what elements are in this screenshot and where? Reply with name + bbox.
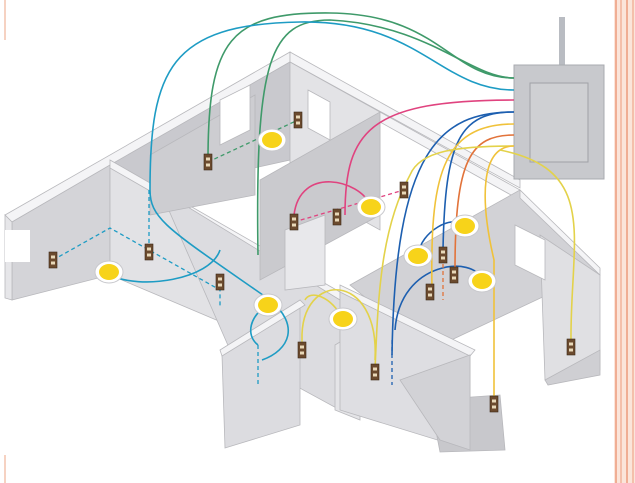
outlet-socket bbox=[296, 115, 300, 119]
wire-teal-2 bbox=[109, 249, 221, 283]
outlet-socket bbox=[300, 345, 304, 349]
outlet-socket bbox=[402, 185, 406, 189]
ceiling-light-icon bbox=[472, 273, 492, 289]
wire-yellow bbox=[430, 123, 515, 291]
outlet-socket bbox=[428, 293, 432, 297]
ceiling-light-icon bbox=[455, 218, 475, 234]
outlet-socket bbox=[51, 255, 55, 259]
outlet-socket bbox=[428, 287, 432, 291]
outlet-socket bbox=[569, 342, 573, 346]
outlet-socket bbox=[569, 348, 573, 352]
outlet-socket bbox=[441, 256, 445, 260]
outlet-icon bbox=[144, 243, 154, 261]
page-border bbox=[4, 0, 635, 483]
outlet-icon bbox=[215, 273, 225, 291]
outlet-socket bbox=[292, 217, 296, 221]
outlet-socket bbox=[441, 250, 445, 254]
outlet-icon bbox=[449, 266, 459, 284]
outlet-socket bbox=[373, 373, 377, 377]
ceiling-light-icon bbox=[333, 311, 353, 327]
wire-green bbox=[207, 12, 515, 161]
outlet-icon bbox=[566, 338, 576, 356]
outlet-socket bbox=[402, 191, 406, 195]
outlet-socket bbox=[492, 405, 496, 409]
ceiling-light-icon bbox=[99, 264, 119, 280]
outlet-socket bbox=[452, 270, 456, 274]
outlet-socket bbox=[296, 121, 300, 125]
wire-yellow-3 bbox=[484, 145, 515, 400]
outlet-socket bbox=[218, 283, 222, 287]
outlet-socket bbox=[206, 157, 210, 161]
wire-blue-2 bbox=[442, 111, 515, 251]
outlet-socket bbox=[452, 276, 456, 280]
wire-yellow-2 bbox=[374, 145, 515, 371]
outlet-socket bbox=[335, 218, 339, 222]
ceiling-light-icon bbox=[408, 248, 428, 264]
outlet-icon bbox=[399, 181, 409, 199]
outlet-socket bbox=[492, 399, 496, 403]
outlet-icon bbox=[297, 341, 307, 359]
outlet-icon bbox=[203, 153, 213, 171]
wire-yellow-5 bbox=[301, 289, 376, 361]
ceiling-light-icon bbox=[258, 297, 278, 313]
wire-green-2 bbox=[256, 19, 515, 256]
outlet-icon bbox=[438, 246, 448, 264]
outlets bbox=[48, 111, 576, 413]
wire-yellow-4 bbox=[499, 149, 576, 341]
outlet-socket bbox=[218, 277, 222, 281]
outlet-socket bbox=[51, 261, 55, 265]
ceiling-light-icon bbox=[262, 132, 282, 148]
outlet-icon bbox=[48, 251, 58, 269]
outlet-socket bbox=[147, 247, 151, 251]
outlet-icon bbox=[425, 283, 435, 301]
wire-blue bbox=[391, 111, 515, 356]
outlet-socket bbox=[292, 223, 296, 227]
outlet-socket bbox=[373, 367, 377, 371]
breaker-panel bbox=[513, 17, 605, 180]
outlet-icon bbox=[332, 208, 342, 226]
outlet-icon bbox=[293, 111, 303, 129]
ceiling-lights bbox=[94, 128, 497, 331]
ceiling-light-icon bbox=[361, 199, 381, 215]
outlet-socket bbox=[147, 253, 151, 257]
outlet-icon bbox=[489, 395, 499, 413]
outlet-icon bbox=[370, 363, 380, 381]
outlet-socket bbox=[335, 212, 339, 216]
outlet-socket bbox=[206, 163, 210, 167]
outlet-socket bbox=[300, 351, 304, 355]
outlet-icon bbox=[289, 213, 299, 231]
